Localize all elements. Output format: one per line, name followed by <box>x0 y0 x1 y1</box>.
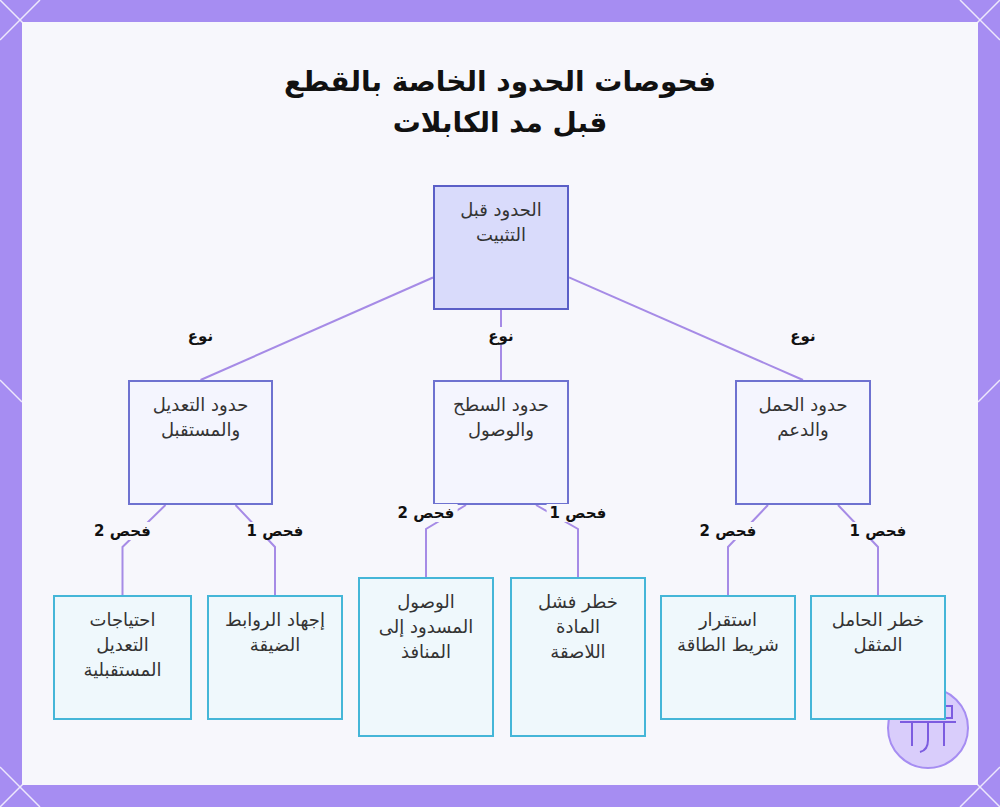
category-box: حدود التعديل والمستقبل <box>128 380 273 505</box>
edge-label: فحص 2 <box>395 504 458 522</box>
node-text: إجهاد الروابط الضيقة <box>223 607 327 657</box>
connector-line <box>500 310 502 380</box>
node-text: استقرار شريط الطاقة <box>676 607 780 657</box>
node-text: خطر فشل المادة اللاصقة <box>526 589 630 665</box>
node-text: حدود السطح والوصول <box>449 392 553 442</box>
edge-label: فحص 1 <box>547 504 610 522</box>
connector-line <box>201 278 434 381</box>
root-box: الحدود قبل التثبيت <box>433 185 569 310</box>
category-box: حدود السطح والوصول <box>433 380 569 505</box>
check-box: إجهاد الروابط الضيقة <box>207 595 343 720</box>
diagram-title: فحوصات الحدود الخاصة بالقطع قبل مد الكاب… <box>270 62 730 143</box>
check-box: استقرار شريط الطاقة <box>660 595 796 720</box>
node-text: الحدود قبل التثبيت <box>449 197 553 247</box>
edge-label: نوع <box>787 327 818 345</box>
check-box: احتياجات التعديل المستقبلية <box>53 595 192 720</box>
edge-label: فحص 1 <box>244 522 307 540</box>
edge-label: فحص 2 <box>697 522 760 540</box>
category-box: حدود الحمل والدعم <box>735 380 871 505</box>
check-box: خطر فشل المادة اللاصقة <box>510 577 646 737</box>
node-text: خطر الحامل المثقل <box>826 607 930 657</box>
connector-line <box>838 505 878 595</box>
connector-line <box>728 505 768 595</box>
node-text: حدود التعديل والمستقبل <box>144 392 257 442</box>
connector-line <box>569 277 803 380</box>
node-text: احتياجات التعديل المستقبلية <box>69 607 176 683</box>
logo-icon <box>900 722 956 752</box>
connector-line <box>236 505 276 595</box>
check-box: خطر الحامل المثقل <box>810 595 946 720</box>
edge-label: فحص 1 <box>847 522 910 540</box>
edge-line <box>978 380 1000 402</box>
connector-line <box>123 505 166 595</box>
edge-line <box>0 380 22 402</box>
edge-label: نوع <box>185 327 216 345</box>
node-text: الوصول المسدود إلى المنافذ <box>374 589 478 665</box>
node-text: حدود الحمل والدعم <box>751 392 855 442</box>
edge-label: نوع <box>485 327 516 345</box>
edge-label: فحص 2 <box>91 522 154 540</box>
check-box: الوصول المسدود إلى المنافذ <box>358 577 494 737</box>
